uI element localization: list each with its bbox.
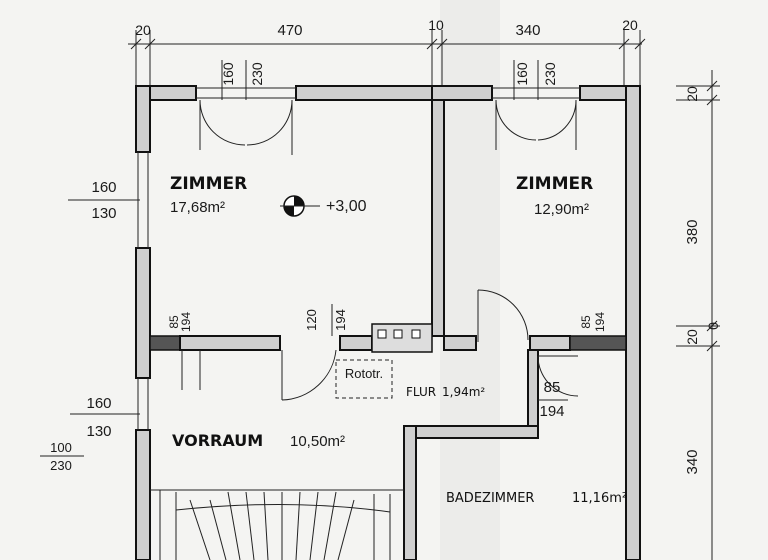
right-dimension-chain: 20 380 20 0 340 bbox=[676, 70, 721, 560]
door-badezimmer bbox=[537, 355, 579, 397]
dim-left-100: 100 bbox=[50, 440, 72, 455]
dim-right-380: 380 bbox=[684, 219, 701, 244]
dim-left-230: 230 bbox=[50, 458, 72, 473]
top-dimension-chain: 20 470 10 340 20 bbox=[128, 17, 646, 90]
dim-opening-d-194: 194 bbox=[539, 403, 564, 420]
dim-top-470: 470 bbox=[277, 22, 302, 39]
door-zimmer-1 bbox=[281, 349, 337, 401]
left-dimension-window-bottom: 160 130 bbox=[70, 395, 140, 440]
room-flur-area: 1,94m² bbox=[442, 385, 485, 399]
room-zimmer-1-name: ZIMMER bbox=[170, 174, 247, 194]
room-badezimmer: BADEZIMMER 11,16m² bbox=[446, 491, 627, 506]
dim-top-20-left: 20 bbox=[135, 22, 151, 38]
opening-dims-zimmer-2: 85 194 bbox=[579, 312, 607, 332]
dim-opening-c-85: 85 bbox=[579, 315, 593, 329]
dim-left-160-top: 160 bbox=[91, 179, 116, 196]
interior-walls bbox=[149, 99, 627, 560]
dim-right-340: 340 bbox=[684, 449, 701, 474]
left-dimension-door: 100 230 bbox=[40, 440, 84, 473]
left-dimension-window-top: 160 130 bbox=[68, 179, 140, 222]
room-zimmer-2-area: 12,90m² bbox=[534, 201, 589, 218]
dim-top-340: 340 bbox=[515, 22, 540, 39]
window-left-lower bbox=[137, 378, 149, 430]
room-zimmer-2: ZIMMER 12,90m² bbox=[516, 174, 593, 218]
rotor-label: Rototr. bbox=[345, 366, 383, 381]
dim-opening-a-194: 194 bbox=[179, 312, 193, 332]
dim-opening-c-194: 194 bbox=[593, 312, 607, 332]
opening-dims-zimmer-1-door: 120 194 bbox=[304, 304, 348, 336]
dim-left-130-bottom: 130 bbox=[86, 423, 111, 440]
room-vorraum-area: 10,50m² bbox=[290, 433, 345, 450]
dim-left-130-top: 130 bbox=[91, 205, 116, 222]
dim-top-10: 10 bbox=[428, 17, 444, 33]
dim-right-20-mid: 20 bbox=[684, 329, 700, 345]
door-zimmer-2 bbox=[477, 289, 529, 342]
room-vorraum: VORRAUM 10,50m² bbox=[168, 428, 352, 452]
dim-opening-d-85: 85 bbox=[544, 379, 561, 396]
dim-window-right-160: 160 bbox=[514, 62, 530, 86]
door-vorraum bbox=[181, 350, 201, 390]
dim-opening-b-120: 120 bbox=[304, 309, 319, 331]
dim-right-0: 0 bbox=[705, 322, 721, 330]
dim-window-left-160: 160 bbox=[220, 62, 236, 86]
room-zimmer-2-name: ZIMMER bbox=[516, 174, 593, 194]
dim-window-right-230: 230 bbox=[542, 62, 558, 86]
dim-left-160-bottom: 160 bbox=[86, 395, 111, 412]
dim-right-20-top: 20 bbox=[684, 86, 700, 102]
exterior-walls bbox=[135, 85, 641, 560]
dim-top-20-right: 20 bbox=[622, 17, 638, 33]
dim-opening-a-85: 85 bbox=[167, 315, 181, 329]
paper-fold-shade bbox=[440, 0, 500, 560]
level-marker: +3,00 bbox=[280, 195, 367, 217]
dim-opening-b-194: 194 bbox=[333, 309, 348, 331]
opening-dims-zimmer-1-left: 85 194 bbox=[167, 312, 193, 332]
room-badezimmer-name: BADEZIMMER bbox=[446, 491, 534, 506]
room-flur-name: FLUR bbox=[406, 385, 436, 399]
window-top-left: 160 230 bbox=[196, 60, 296, 155]
room-vorraum-name: VORRAUM bbox=[172, 431, 263, 450]
rototr-area: Rototr. bbox=[335, 359, 393, 399]
window-left-upper bbox=[137, 152, 149, 248]
room-zimmer-1-area: 17,68m² bbox=[170, 199, 225, 216]
room-badezimmer-area: 11,16m² bbox=[572, 491, 627, 506]
level-value: +3,00 bbox=[326, 198, 367, 215]
staircase bbox=[150, 489, 404, 560]
window-top-right: 160 230 bbox=[492, 60, 580, 150]
room-flur: FLUR 1,94m² bbox=[406, 385, 485, 399]
opening-dims-badezimmer: 85 194 bbox=[538, 379, 568, 420]
room-zimmer-1: ZIMMER 17,68m² bbox=[170, 174, 247, 216]
dim-window-left-230: 230 bbox=[249, 62, 265, 86]
